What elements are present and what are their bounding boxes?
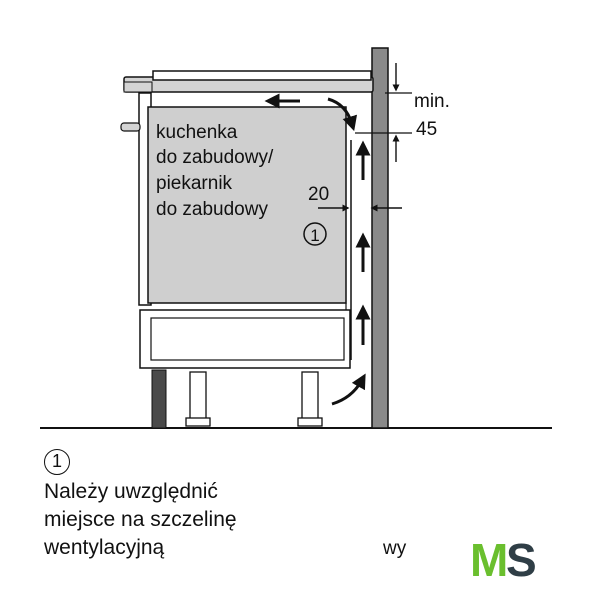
airflow-arrow-bottom <box>331 373 366 406</box>
caption-line: miejsce na szczelinę <box>44 508 237 531</box>
leg-left-foot <box>185 417 211 427</box>
countertop-edge <box>123 81 153 93</box>
min-label: min. <box>414 91 450 112</box>
appliance-label-line: kuchenka <box>156 122 238 143</box>
oven-body <box>147 106 347 304</box>
caption-marker: 1 <box>44 449 70 475</box>
appliance-label-line: do zabudowy/ <box>156 147 274 168</box>
caption-line: Należy uwzględnić <box>44 480 218 503</box>
caption-line: wentylacyjną <box>44 536 165 559</box>
wall <box>371 47 389 429</box>
drawer-front <box>150 317 345 361</box>
gap-dimension-label: 20 <box>308 184 329 205</box>
footer-fragment: wy <box>383 538 407 559</box>
ms-logo: M S <box>470 534 537 580</box>
min-value: 45 <box>416 119 437 140</box>
airflow-arrow-top <box>327 97 358 132</box>
appliance-label-line: do zabudowy <box>156 199 268 220</box>
marker-circle <box>303 222 327 246</box>
cooktop <box>152 70 372 81</box>
appliance-label-line: piekarnik <box>156 173 233 194</box>
leg-left <box>189 371 207 421</box>
logo-letter-m: M <box>470 534 508 580</box>
leg-right-foot <box>297 417 323 427</box>
logo-letter-s: S <box>506 534 537 580</box>
plinth <box>151 369 167 429</box>
caption: Należy uwzględnić miejsce na szczelinę w… <box>44 478 374 562</box>
leg-right <box>301 371 319 421</box>
marker-number: 1 <box>310 226 319 245</box>
oven-knob <box>120 122 141 132</box>
